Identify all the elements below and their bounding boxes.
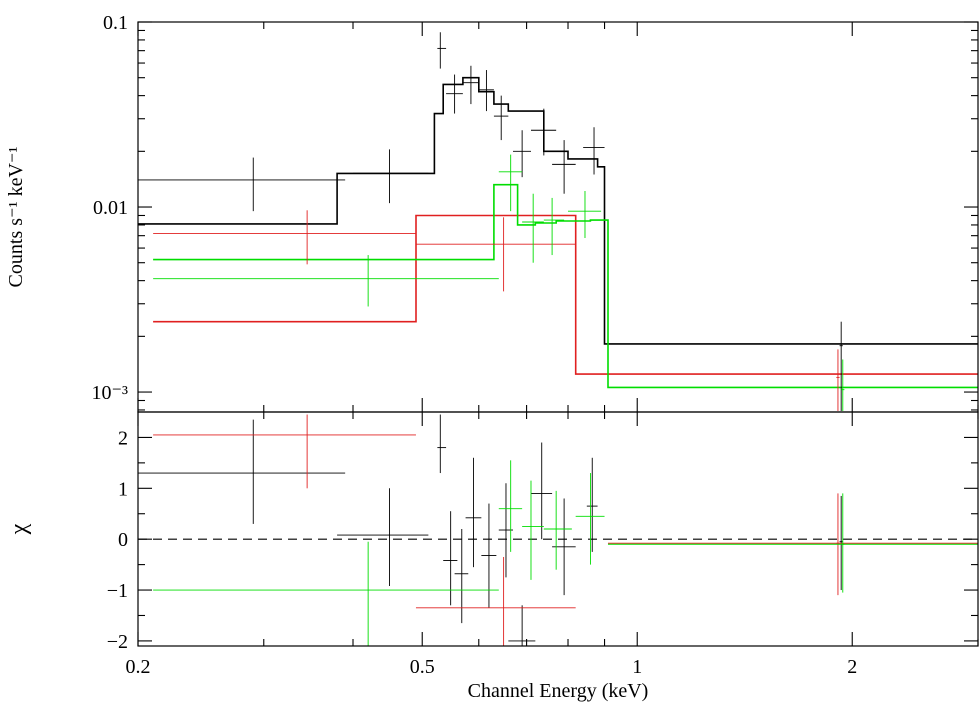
residual-point-0-10 bbox=[552, 498, 576, 596]
model-line-1 bbox=[153, 214, 978, 375]
spectrum-point-0-10 bbox=[583, 127, 605, 175]
residual-point-1-1 bbox=[415, 556, 576, 646]
residual-panel: 0.2 0.5 1 2 2 1 0 −1 −2 bbox=[107, 411, 979, 678]
residual-point-0-3 bbox=[443, 511, 458, 606]
residual-axis-ticks: 0.2 0.5 1 2 2 1 0 −1 −2 bbox=[107, 412, 979, 678]
spectrum-point-1-0 bbox=[153, 210, 416, 265]
spectrum-point-2-3 bbox=[543, 197, 565, 256]
residual-point-1-0 bbox=[153, 414, 416, 489]
spectrum-point-0-9 bbox=[552, 140, 576, 194]
spectrum-point-0-0 bbox=[138, 157, 346, 212]
spectrum-axis-ticks: 0.1 0.01 10⁻³ bbox=[91, 12, 979, 412]
residual-point-0-4 bbox=[454, 529, 469, 624]
spectrum-point-0-8 bbox=[530, 108, 557, 156]
residual-point-0-6 bbox=[481, 503, 497, 608]
spectrum-point-2-0 bbox=[153, 255, 499, 307]
x-axis-title: Channel Energy (keV) bbox=[468, 680, 649, 702]
residual-point-0-8 bbox=[508, 605, 536, 646]
spectrum-point-2-2 bbox=[522, 193, 544, 263]
residual-data-points bbox=[138, 414, 978, 646]
residual-point-0-9 bbox=[530, 442, 553, 540]
spectrum-point-0-7 bbox=[513, 130, 531, 178]
model-line-0 bbox=[138, 76, 978, 345]
residual-point-0-1 bbox=[337, 488, 429, 586]
y-tick-label: 0.01 bbox=[93, 197, 128, 219]
x-tick-label: 0.5 bbox=[410, 656, 435, 678]
x-tick-label: 0.2 bbox=[126, 656, 151, 678]
y-tick-label: 10⁻³ bbox=[91, 382, 128, 404]
spectrum-data-points bbox=[138, 32, 845, 411]
residual-y-axis-title: χ bbox=[6, 523, 32, 535]
spectrum-point-2-1 bbox=[498, 154, 523, 212]
y-tick-label: −2 bbox=[107, 631, 128, 653]
residual-point-2-3 bbox=[543, 490, 572, 570]
spectrum-point-0-4 bbox=[462, 65, 479, 105]
residual-point-2-1 bbox=[498, 460, 523, 552]
spectrum-point-0-1 bbox=[353, 149, 429, 204]
residual-point-2-2 bbox=[522, 480, 544, 580]
spectrum-point-2-4 bbox=[568, 191, 602, 239]
x-tick-label: 2 bbox=[847, 656, 857, 678]
spectrum-point-2-5 bbox=[841, 359, 845, 411]
spectrum-model-lines bbox=[138, 76, 978, 389]
y-tick-label: 0.1 bbox=[103, 12, 128, 34]
spectrum-panel: 0.1 0.01 10⁻³ bbox=[91, 12, 979, 413]
y-tick-label: 0 bbox=[118, 529, 128, 551]
spectrum-y-axis-title: Counts s⁻¹ keV⁻¹ bbox=[5, 147, 27, 288]
spectrum-point-0-3 bbox=[446, 74, 463, 114]
spectrum-plot-frame bbox=[137, 21, 979, 413]
residual-point-0-0 bbox=[138, 419, 346, 524]
spectrum-point-0-2 bbox=[437, 32, 447, 69]
spectrum-point-0-5 bbox=[478, 70, 494, 112]
model-line-2 bbox=[153, 183, 978, 389]
spectrum-point-0-11 bbox=[839, 321, 843, 411]
spectrum-point-1-2 bbox=[836, 349, 840, 411]
residual-point-2-0 bbox=[153, 541, 499, 646]
y-tick-label: 2 bbox=[118, 427, 128, 449]
y-tick-label: 1 bbox=[118, 478, 128, 500]
residual-point-0-5 bbox=[465, 457, 482, 568]
y-tick-label: −1 bbox=[107, 580, 128, 602]
residual-point-0-2 bbox=[437, 414, 447, 474]
x-tick-label: 1 bbox=[632, 656, 642, 678]
residual-point-2-4 bbox=[575, 473, 605, 565]
spectrum-point-1-1 bbox=[415, 217, 576, 292]
residual-point-0-11 bbox=[586, 457, 598, 552]
spectrum-point-0-6 bbox=[493, 95, 509, 141]
residual-plot-frame bbox=[137, 411, 979, 647]
